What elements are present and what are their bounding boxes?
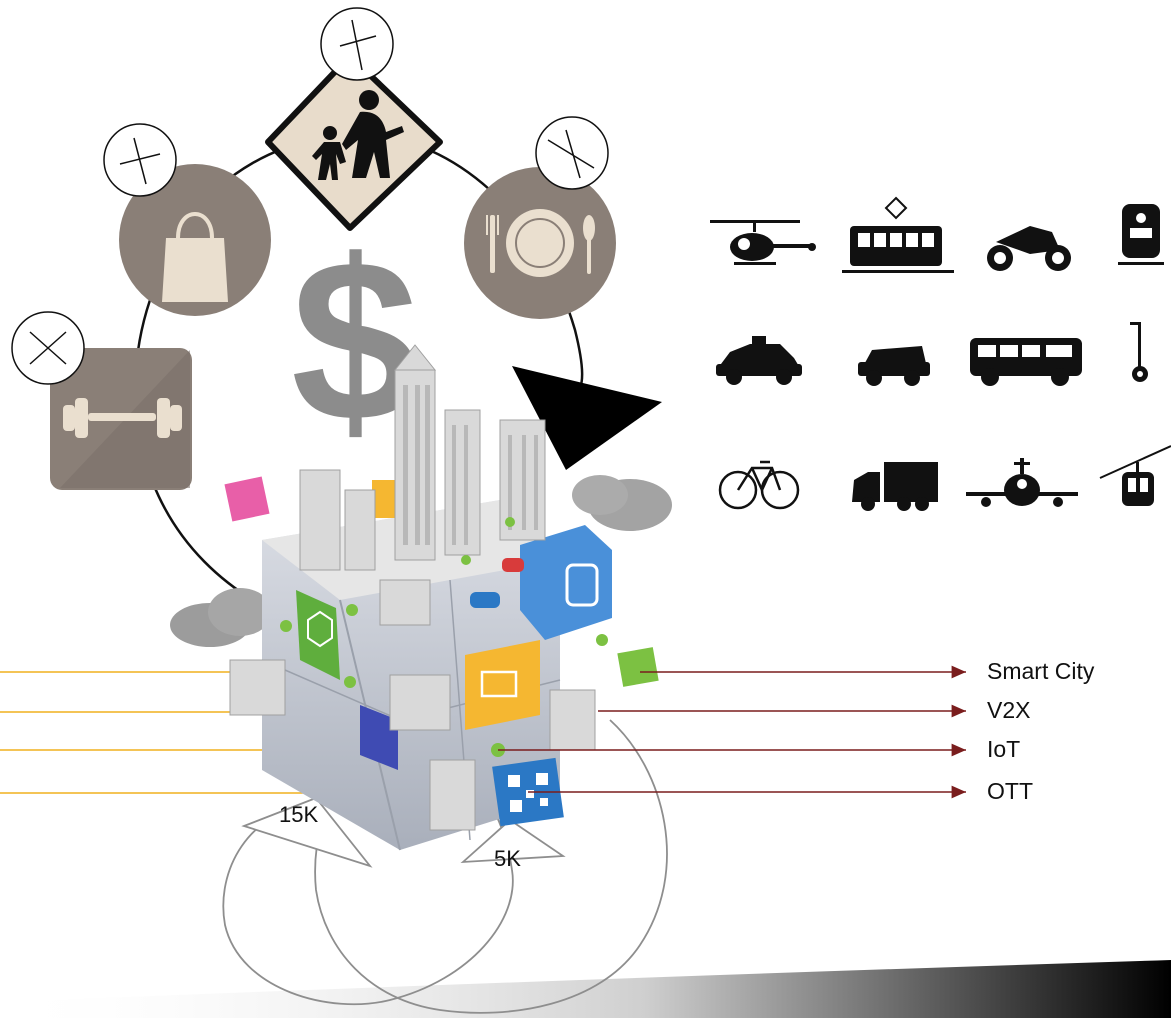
dining-plate-icon — [486, 209, 595, 277]
helicopter-icon — [710, 220, 816, 265]
bottom-band — [0, 960, 1171, 1018]
shopping-bag-icon — [162, 212, 228, 302]
arrowhead-15k — [241, 796, 373, 868]
pedestrian-sign-icon — [312, 90, 404, 180]
output-label-iot: IoT — [987, 736, 1021, 762]
truck-icon — [852, 462, 938, 511]
shopping-node — [119, 164, 271, 316]
segway-icon — [1130, 322, 1148, 382]
dining-node — [464, 167, 616, 319]
compass-icon — [535, 116, 609, 190]
compass-icon — [320, 7, 394, 81]
loop-arrowheads — [241, 796, 566, 868]
compass-icon — [103, 123, 177, 197]
pointer-triangle — [512, 366, 662, 470]
bicycle-icon — [718, 460, 800, 510]
compass-badges — [11, 7, 609, 385]
loop-label-5k: 5K — [494, 846, 521, 871]
bus-icon — [970, 338, 1082, 386]
output-label-smart-city: Smart City — [987, 658, 1095, 684]
taxi-icon — [716, 336, 802, 385]
output-lines — [498, 665, 966, 799]
output-label-ott: OTT — [987, 778, 1033, 804]
dumbbell-node — [50, 348, 192, 490]
output-label-v2x: V2X — [987, 697, 1031, 723]
dumbbell-icon — [63, 398, 182, 438]
tram-icon — [842, 196, 954, 273]
loop-label-15k: 15K — [279, 802, 319, 827]
transport-icons — [710, 196, 1171, 511]
van-icon — [858, 346, 930, 386]
airplane-icon — [966, 458, 1078, 507]
pedestrian-node — [265, 53, 443, 231]
cable-car-icon — [1099, 445, 1171, 506]
motorcycle-icon — [987, 226, 1071, 271]
train-icon — [1118, 204, 1164, 265]
compass-icon — [11, 311, 85, 385]
loop-5k-arc — [314, 719, 668, 1014]
arrowhead-5k — [460, 818, 566, 864]
